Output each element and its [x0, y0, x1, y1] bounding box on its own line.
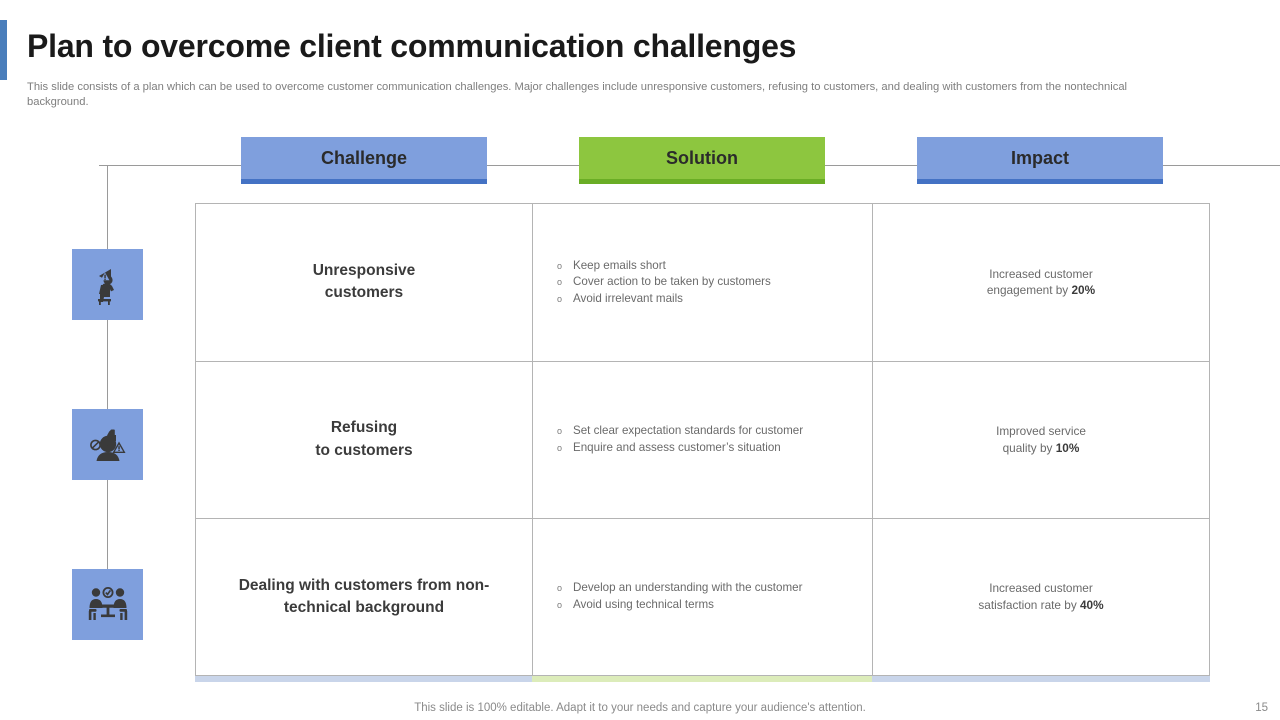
impact-line1: Increased customer: [989, 581, 1093, 596]
challenge-title-1: Unresponsive customers: [313, 260, 416, 305]
impact-text-2: Improved service quality by 10%: [996, 423, 1086, 456]
table-row: Refusing to customers o Set clear expect…: [195, 360, 1210, 519]
solution-text: Develop an understanding with the custom…: [573, 581, 803, 595]
cell-solution-3: o Develop an understanding with the cust…: [532, 518, 872, 676]
connector-line-right: [1162, 165, 1280, 166]
page-title: Plan to overcome client communication ch…: [27, 28, 797, 64]
challenge-title-2-line1: Refusing: [330, 419, 398, 437]
phase-header-solution-label: Solution: [666, 147, 738, 168]
bullet-marker-icon: o: [557, 260, 563, 271]
cell-impact-2: Improved service quality by 10%: [872, 360, 1210, 519]
list-item: o Enquire and assess customer’s situatio…: [557, 440, 858, 457]
list-item: o Cover action to be taken by customers: [557, 274, 858, 291]
bullet-marker-icon: o: [557, 277, 563, 288]
bullet-marker-icon: o: [557, 599, 563, 610]
phase-header-impact[interactable]: Impact: [917, 137, 1163, 184]
impact-value: 40%: [1080, 597, 1104, 612]
phase-underline-impact: [917, 179, 1163, 184]
cell-impact-1: Increased customer engagement by 20%: [872, 203, 1210, 361]
list-item: o Avoid using technical terms: [557, 597, 858, 614]
icon-tile-nontechnical-background[interactable]: [72, 569, 143, 640]
left-accent-bar: [0, 20, 7, 80]
solution-text: Cover action to be taken by customers: [573, 275, 771, 289]
impact-line2: engagement by: [986, 283, 1072, 298]
phase-underline-challenge: [241, 179, 487, 184]
table-foot-strip-impact: [872, 676, 1210, 682]
person-thumbs-down-warning-icon: [86, 423, 130, 467]
two-people-meeting-table-icon: [85, 583, 131, 627]
page-subtitle: This slide consists of a plan which can …: [27, 81, 1128, 108]
challenge-title-3: Dealing with customers from non- technic…: [239, 575, 490, 620]
page-number: 15: [1255, 702, 1268, 714]
connector-line-solution-impact: [825, 165, 917, 166]
impact-value: 10%: [1055, 440, 1080, 455]
impact-line1: Increased customer: [989, 266, 1093, 281]
connector-line-challenge-solution: [487, 165, 579, 166]
table-foot-strip-solution: [532, 676, 872, 682]
cell-impact-3: Increased customer satisfaction rate by …: [872, 518, 1210, 676]
list-item: o Avoid irrelevant mails: [557, 291, 858, 308]
table-row: Dealing with customers from non- technic…: [195, 518, 1210, 676]
impact-text-1: Increased customer engagement by 20%: [987, 266, 1095, 299]
impact-line2: satisfaction rate by: [978, 597, 1080, 612]
bullet-marker-icon: o: [557, 442, 563, 453]
bullet-marker-icon: o: [557, 426, 563, 437]
impact-line1: Improved service: [996, 424, 1086, 439]
footer-note: This slide is 100% editable. Adapt it to…: [414, 702, 866, 714]
challenge-title-3-line1: Dealing with customers from non-: [238, 576, 490, 594]
bullet-marker-icon: o: [557, 583, 563, 594]
icon-tile-unresponsive-customers[interactable]: [72, 249, 143, 320]
bullet-marker-icon: o: [557, 293, 563, 304]
cell-solution-1: o Keep emails short o Cover action to be…: [532, 203, 872, 361]
challenge-title-2-line2: to customers: [315, 441, 413, 459]
phase-header-challenge-label: Challenge: [320, 147, 408, 168]
cell-challenge-3: Dealing with customers from non- technic…: [195, 518, 532, 676]
solution-text: Set clear expectation standards for cust…: [573, 424, 804, 438]
phase-header-impact-label: Impact: [1010, 147, 1070, 168]
table-foot-strip-challenge: [195, 676, 532, 682]
solution-list-3: o Develop an understanding with the cust…: [547, 580, 858, 613]
solution-text: Keep emails short: [573, 258, 666, 272]
phase-header-challenge[interactable]: Challenge: [241, 137, 487, 184]
challenge-title-3-line2: technical background: [283, 598, 445, 616]
challenge-title-1-line2: customers: [324, 284, 404, 302]
comparison-table: Unresponsive customers o Keep emails sho…: [195, 203, 1210, 676]
list-item: o Keep emails short: [557, 258, 858, 275]
solution-text: Enquire and assess customer’s situation: [573, 440, 781, 454]
solution-text: Avoid using technical terms: [573, 597, 714, 611]
connector-line-vertical: [107, 165, 108, 585]
impact-value: 20%: [1071, 283, 1096, 298]
list-item: o Set clear expectation standards for cu…: [557, 423, 858, 440]
solution-text: Avoid irrelevant mails: [573, 291, 683, 305]
solution-list-2: o Set clear expectation standards for cu…: [547, 423, 858, 456]
challenge-title-1-line1: Unresponsive: [312, 261, 416, 279]
phase-underline-solution: [579, 179, 825, 184]
cell-challenge-2: Refusing to customers: [195, 360, 532, 519]
cell-solution-2: o Set clear expectation standards for cu…: [532, 360, 872, 519]
impact-line2: quality by: [1002, 440, 1056, 455]
cell-challenge-1: Unresponsive customers: [195, 203, 532, 361]
icon-tile-refusing-customers[interactable]: [72, 409, 143, 480]
table-row: Unresponsive customers o Keep emails sho…: [195, 203, 1210, 361]
impact-text-3: Increased customer satisfaction rate by …: [978, 580, 1103, 613]
phase-header-solution[interactable]: Solution: [579, 137, 825, 184]
challenge-title-2: Refusing to customers: [315, 417, 412, 462]
connector-line-left: [99, 165, 242, 166]
solution-list-1: o Keep emails short o Cover action to be…: [547, 258, 858, 308]
list-item: o Develop an understanding with the cust…: [557, 580, 858, 597]
person-sitting-warning-icon: [86, 263, 130, 307]
